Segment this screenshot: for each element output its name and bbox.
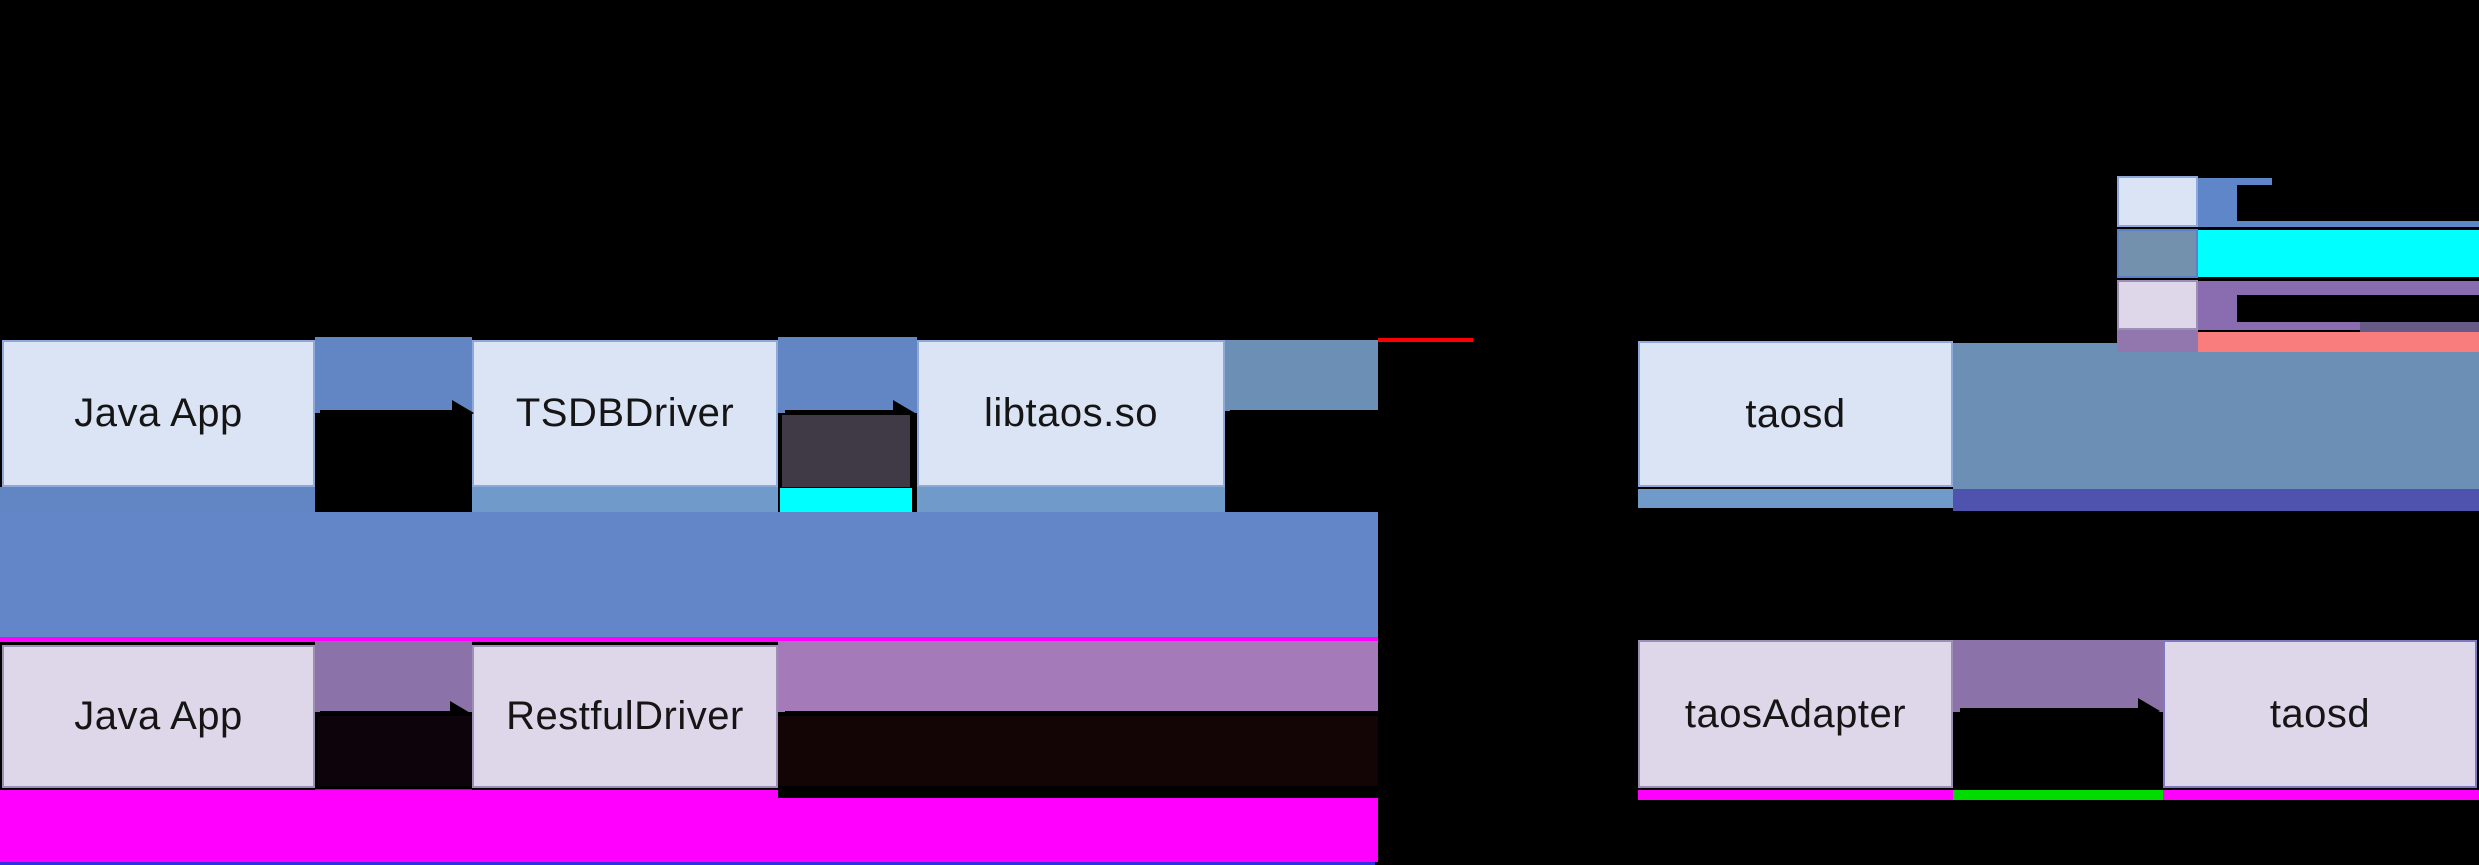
- node-label: TSDBDriver: [515, 391, 735, 435]
- node-restful-driver: RestfulDriver: [472, 645, 778, 788]
- jni-steel-band-left: [1225, 340, 1378, 411]
- arrow-entry-to-adapter: [1578, 711, 1612, 716]
- node-libtaos: libtaos.so: [917, 340, 1225, 487]
- red-top-line: [1378, 338, 1473, 342]
- node-taosd-jni: taosd: [1638, 341, 1953, 487]
- arrow-restful-to-adapter: [785, 711, 1378, 716]
- node-tsdb-driver: TSDBDriver: [472, 340, 778, 487]
- jni-gap2-dark-area: [782, 415, 910, 487]
- arrow-libtaos-to-taosd: [1230, 410, 1378, 415]
- node-label: taosd: [2269, 691, 2371, 736]
- bottom-blue-line: [0, 862, 1375, 865]
- node-label: taosAdapter: [1684, 691, 1907, 736]
- strip-under-taosd: [1638, 489, 1953, 508]
- taosd-steel-band: [1953, 343, 2479, 489]
- arrow-adapter-to-taosd: [1960, 708, 2140, 713]
- node-label: libtaos.so: [984, 391, 1158, 435]
- big-blue-band: [0, 512, 1378, 638]
- legend-band-2: [2198, 230, 2479, 277]
- rest-gap-band: [315, 641, 472, 712]
- arrow-right-icon: [1614, 402, 1636, 428]
- magenta-strip-under-taosd: [2163, 790, 2479, 800]
- rest-gap-dark-area: [318, 716, 472, 786]
- node-label: Java App: [74, 694, 243, 738]
- node-label: Java App: [74, 391, 243, 435]
- magenta-divider-line: [0, 637, 1378, 642]
- magenta-strip-under-adapter: [1638, 790, 1953, 800]
- strip-under-tsdb: [472, 487, 778, 513]
- arrow-right-icon: [2138, 698, 2160, 724]
- strip-under-libtaos: [917, 487, 1225, 513]
- green-marker-strip: [1953, 790, 2163, 800]
- magenta-band-left: [0, 790, 778, 862]
- arrow-right-icon: [1614, 701, 1636, 727]
- adapter-gap-band: [1953, 640, 2163, 712]
- rest-right-dark-area: [778, 716, 1378, 786]
- legend-swatch-1: [2117, 176, 2198, 227]
- violet-strip: [1953, 489, 2479, 511]
- node-label: taosd: [1745, 391, 1846, 436]
- rest-purple-band: [778, 641, 1378, 712]
- arrow-tsdb-to-libtaos: [785, 410, 897, 415]
- legend-text-fragment: [2360, 322, 2479, 333]
- strip-under-java-app: [0, 487, 315, 513]
- legend-text-fragment: [2237, 295, 2479, 322]
- arrow-java-to-tsdb: [320, 410, 458, 415]
- legend-band-4: [2198, 332, 2479, 352]
- node-taos-adapter: taosAdapter: [1638, 640, 1953, 788]
- legend-swatch-4: [2117, 330, 2198, 352]
- arrow-java-to-restful: [320, 711, 455, 716]
- legend-swatch-3: [2117, 280, 2198, 330]
- node-java-app-jni: Java App: [2, 340, 315, 487]
- cyan-marker-strip: [780, 488, 912, 512]
- arrow-right-icon: [452, 400, 474, 426]
- legend-swatch-2: [2117, 229, 2198, 278]
- jni-gap-band-1: [315, 337, 472, 413]
- node-taosd-rest: taosd: [2163, 640, 2477, 788]
- node-java-app-rest: Java App: [2, 645, 315, 788]
- legend-text-fragment: [2237, 185, 2277, 221]
- node-label: RestfulDriver: [506, 694, 744, 738]
- legend-text-fragment: [2272, 176, 2479, 221]
- magenta-band-right: [778, 798, 1378, 862]
